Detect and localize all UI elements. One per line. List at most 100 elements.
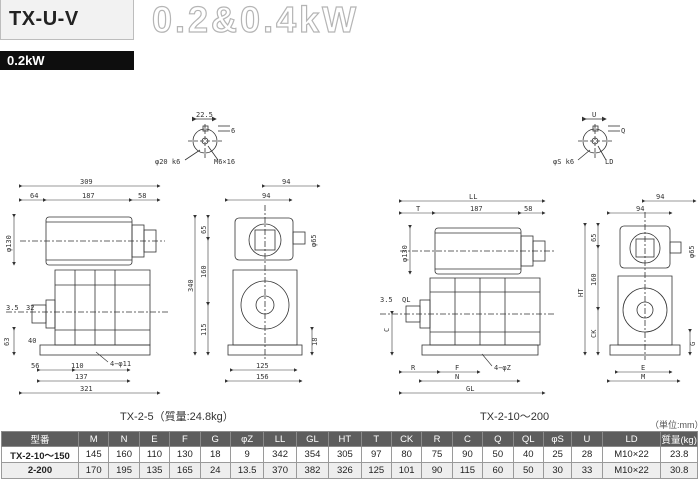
right-end-view bbox=[609, 212, 682, 360]
left-dim-187: 187 bbox=[82, 192, 95, 200]
table-header-row: 型番 M N E F G φZ LL GL HT T CK R C Q QL φ… bbox=[1, 431, 698, 447]
table-cell-model: TX-2-10〜150 bbox=[1, 446, 79, 463]
table-cell: 13.5 bbox=[229, 462, 265, 479]
table-cell: 342 bbox=[263, 446, 297, 463]
table-header-cell: LD bbox=[601, 431, 662, 447]
table-header-cell: Q bbox=[482, 431, 514, 447]
table-cell: 18 bbox=[199, 446, 231, 463]
table-cell: 40 bbox=[512, 446, 544, 463]
table-header-cell: CK bbox=[390, 431, 423, 447]
right-drawing-caption: TX-2-10〜200 bbox=[480, 411, 550, 423]
right-shaft-thread: LD bbox=[605, 158, 613, 166]
left-shaft-width: 22.5 bbox=[196, 111, 213, 119]
table-header-cell: F bbox=[169, 431, 201, 447]
left-end-view bbox=[227, 205, 306, 360]
right-holes: 4−φZ bbox=[494, 364, 511, 372]
table-cell: 101 bbox=[390, 462, 423, 479]
left-dim-64: 64 bbox=[30, 192, 38, 200]
left-dim-58: 58 bbox=[138, 192, 146, 200]
left-shaft-height: 6 bbox=[231, 127, 235, 135]
model-label: TX-U-V bbox=[9, 8, 79, 30]
spec-table: 型番 M N E F G φZ LL GL HT T CK R C Q QL φ… bbox=[1, 431, 698, 479]
right-end-dim-e: E bbox=[641, 364, 645, 372]
left-dim-3-5: 3.5 bbox=[6, 304, 19, 312]
table-cell: 160 bbox=[108, 446, 140, 463]
left-dim-40: 40 bbox=[28, 337, 36, 345]
table-cell: 28 bbox=[571, 446, 603, 463]
table-cell: 130 bbox=[169, 446, 201, 463]
table-header-cell: U bbox=[571, 431, 603, 447]
table-cell: 50 bbox=[482, 446, 514, 463]
table-header-cell: QL bbox=[512, 431, 544, 447]
table-cell: 145 bbox=[77, 446, 110, 463]
right-end-dim-ck: CK bbox=[590, 329, 598, 338]
technical-drawing: 22.5 6 φ20 k6 M6×16 309 bbox=[3, 111, 697, 395]
table-header-cell: LL bbox=[263, 431, 297, 447]
table-cell: 25 bbox=[542, 446, 573, 463]
table-cell: 33 bbox=[571, 462, 603, 479]
table-cell: 9 bbox=[229, 446, 265, 463]
right-dim-c: C bbox=[383, 328, 391, 332]
table-header-cell: HT bbox=[328, 431, 362, 447]
right-side-view bbox=[380, 227, 555, 356]
right-dim-r: R bbox=[411, 364, 416, 372]
left-end-dim-94b: 94 bbox=[262, 192, 270, 200]
right-end-dim-94a: 94 bbox=[656, 193, 664, 201]
left-shaft-diameter: φ20 k6 bbox=[155, 158, 180, 166]
table-cell: 115 bbox=[451, 462, 484, 479]
table-cell: 305 bbox=[328, 446, 362, 463]
left-end-dim-94a: 94 bbox=[282, 178, 290, 186]
table-cell: 354 bbox=[295, 446, 330, 463]
table-cell: 60 bbox=[482, 462, 514, 479]
right-shaft-detail bbox=[577, 116, 620, 161]
right-dim-130: φ130 bbox=[401, 245, 409, 262]
left-drawing-caption: TX-2-5（質量:24.8kg） bbox=[120, 411, 234, 423]
right-shaft-u: U bbox=[592, 111, 596, 119]
right-end-dim-g: G bbox=[689, 342, 697, 346]
right-shaft-q: Q bbox=[621, 127, 625, 135]
left-dim-110: 110 bbox=[71, 362, 84, 370]
table-cell: 75 bbox=[421, 446, 453, 463]
right-end-dim-65: 65 bbox=[590, 234, 598, 242]
left-end-dim-115: 115 bbox=[200, 323, 208, 336]
left-dim-63: 63 bbox=[3, 338, 11, 346]
table-cell: M10×22 bbox=[601, 462, 662, 479]
table-header-cell: M bbox=[77, 431, 110, 447]
table-cell: 90 bbox=[451, 446, 484, 463]
right-end-dim-ht: HT bbox=[577, 288, 585, 297]
left-end-dim-65: 65 bbox=[200, 226, 208, 234]
right-dim-f: F bbox=[455, 364, 459, 372]
right-end-dim-94b: 94 bbox=[636, 205, 644, 213]
table-header-cell: C bbox=[451, 431, 484, 447]
left-end-dim-18: 18 bbox=[311, 338, 319, 346]
section-label: 0.2kW bbox=[7, 53, 45, 68]
model-label-box bbox=[0, 0, 134, 40]
right-end-dim-160: 160 bbox=[590, 273, 598, 286]
left-dim-56: 56 bbox=[31, 362, 39, 370]
table-cell: 97 bbox=[360, 446, 392, 463]
table-header-cell: GL bbox=[295, 431, 330, 447]
left-shaft-thread: M6×16 bbox=[214, 158, 235, 166]
table-header-cell: 質量(kg) bbox=[660, 431, 698, 447]
table-cell: 110 bbox=[138, 446, 171, 463]
left-side-view bbox=[6, 216, 170, 356]
right-dim-58: 58 bbox=[524, 205, 532, 213]
table-row: 2-200 170 195 135 165 24 13.5 370 382 32… bbox=[1, 462, 698, 479]
right-dim-187: 187 bbox=[470, 205, 483, 213]
table-cell-model: 2-200 bbox=[1, 462, 79, 479]
right-dim-3-5: 3.5 bbox=[380, 296, 393, 304]
table-row: TX-2-10〜150 145 160 110 130 18 9 342 354… bbox=[1, 446, 698, 463]
right-end-phi65: φ65 bbox=[688, 245, 696, 258]
right-dim-ql: QL bbox=[402, 296, 410, 304]
right-dim-n: N bbox=[455, 373, 459, 381]
table-header-cell: G bbox=[199, 431, 231, 447]
left-holes: 4−φ11 bbox=[110, 360, 131, 368]
left-end-phi65: φ65 bbox=[310, 234, 318, 247]
right-shaft-diameter: φS k6 bbox=[553, 158, 574, 166]
table-cell: 165 bbox=[169, 462, 201, 479]
table-cell: 195 bbox=[108, 462, 140, 479]
table-cell: 23.8 bbox=[660, 446, 698, 463]
left-dim-130: φ130 bbox=[5, 235, 13, 252]
table-cell: 125 bbox=[360, 462, 392, 479]
left-shaft-detail bbox=[184, 116, 230, 161]
